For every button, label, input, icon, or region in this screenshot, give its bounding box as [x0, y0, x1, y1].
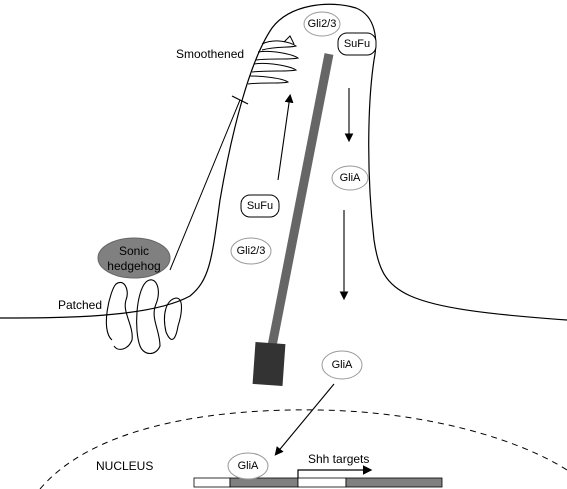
sonic-hedgehog-label-line1: Sonic	[119, 244, 149, 258]
nucleus-label: NUCLEUS	[96, 459, 153, 473]
arrow-to-nucleus	[274, 383, 335, 456]
nuclear-envelope	[39, 409, 567, 489]
sufu-mid-node: SuFu	[240, 194, 280, 218]
sufu-mid-label: SuFu	[247, 200, 273, 212]
glia-nucleus-label: GliA	[238, 460, 259, 472]
inhibition-line	[169, 99, 241, 271]
gli23-mid-label: Gli2/3	[237, 245, 266, 257]
sonic-hedgehog-label-line2: hedgehog	[107, 259, 160, 273]
glia-nucleus-node: GliA	[227, 452, 269, 480]
shh-targets-label: Shh targets	[308, 452, 369, 466]
sufu-top-node: SuFu	[337, 32, 377, 56]
basal-body	[252, 342, 286, 386]
axoneme	[267, 53, 334, 347]
patched-label: Patched	[58, 298, 102, 312]
smoothened-receptor	[247, 35, 300, 85]
gli23-top-label: Gli2/3	[308, 18, 337, 30]
gli23-mid-node: Gli2/3	[230, 237, 272, 265]
arrow-up-cilium	[277, 93, 294, 181]
glia-cilium-label: GliA	[340, 172, 361, 184]
glia-cilium-node: GliA	[331, 165, 369, 191]
cell-membrane	[0, 3, 567, 321]
sufu-top-label: SuFu	[344, 38, 370, 50]
sonic-hedgehog-ligand	[97, 237, 171, 279]
glia-cytoplasm-node: GliA	[321, 350, 363, 380]
inhibition-bar	[231, 95, 249, 105]
gli23-top-node: Gli2/3	[303, 11, 341, 37]
glia-cytoplasm-label: GliA	[332, 359, 353, 371]
transcription-arrow	[297, 465, 373, 478]
patched-receptor	[105, 279, 183, 355]
dna-strand	[193, 477, 443, 488]
smoothened-label: Smoothened	[176, 47, 244, 61]
